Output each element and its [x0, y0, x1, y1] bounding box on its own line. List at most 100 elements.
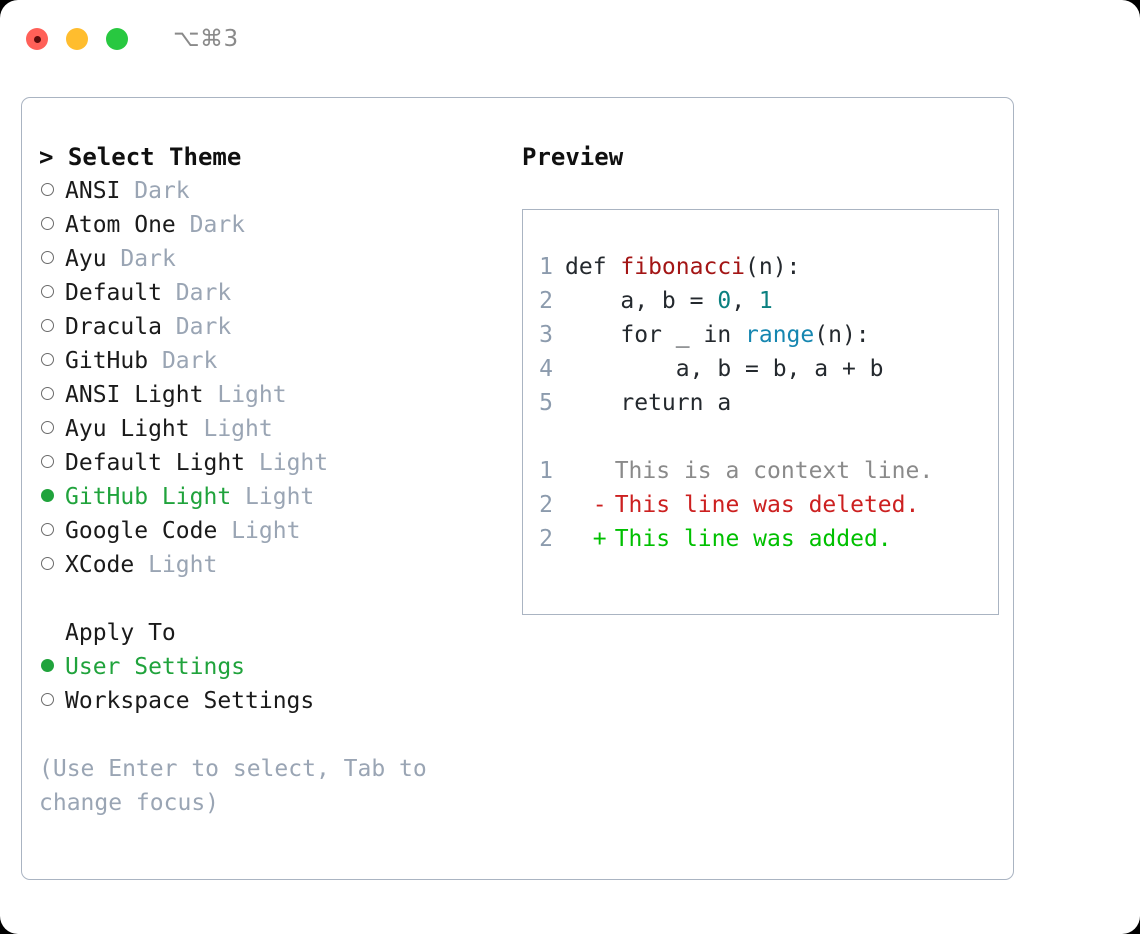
theme-list-header: > Select Theme [39, 143, 242, 171]
diff-line: 2 -This line was deleted. [523, 488, 998, 522]
theme-name-spacer [148, 344, 162, 378]
theme-name: Atom One [65, 212, 176, 238]
code-token-plain: a, b = [565, 288, 718, 314]
theme-list-item[interactable]: Default Dark [39, 276, 501, 310]
code-token-plain: def [565, 254, 621, 280]
theme-name-spacer [134, 548, 148, 582]
theme-name: Ayu [65, 246, 107, 272]
maximize-button[interactable] [106, 28, 128, 50]
diff-indent [565, 454, 593, 488]
theme-name: ANSI [65, 178, 121, 204]
apply-to-option[interactable]: Workspace Settings [39, 684, 501, 718]
code-line: 5 return a [523, 386, 998, 420]
code-line-text: a, b = b, a + b [565, 352, 884, 386]
theme-name-spacer [176, 208, 190, 242]
code-token-plain: , [731, 288, 759, 314]
minimize-button[interactable] [66, 28, 88, 50]
theme-name: ANSI Light [65, 382, 204, 408]
theme-list-item[interactable]: Ayu Dark [39, 242, 501, 276]
theme-name-spacer [162, 276, 176, 310]
theme-name: Default Light [65, 450, 246, 476]
theme-variant-label: Dark [120, 246, 176, 272]
theme-list-item[interactable]: Atom One Dark [39, 208, 501, 242]
apply-to-header-label: Apply To [65, 620, 176, 646]
theme-name: GitHub Light [65, 484, 232, 510]
diff-marker [593, 454, 615, 488]
theme-name: XCode [65, 552, 135, 578]
code-line: 2 a, b = 0, 1 [523, 284, 998, 318]
theme-variant-label: Light [203, 416, 273, 442]
theme-name: Google Code [65, 518, 218, 544]
code-line-number: 3 [539, 322, 553, 348]
diff-line-text: This line was deleted. [614, 492, 920, 518]
traffic-lights [26, 28, 128, 50]
theme-list-item[interactable]: ANSI Dark [39, 174, 501, 208]
code-token-plain: a, b = b, a + b [565, 356, 884, 382]
apply-to-option[interactable]: User Settings [39, 650, 501, 684]
preview-title: Preview [522, 143, 624, 171]
theme-name: Dracula [65, 314, 162, 340]
theme-variant-label: Light [258, 450, 329, 476]
apply-to-option-label: User Settings [65, 654, 246, 680]
code-line-number: 2 [539, 288, 553, 314]
code-line-text: return a [565, 386, 731, 420]
keyboard-shortcut-label: ⌥⌘3 [173, 26, 239, 52]
theme-name-spacer [120, 174, 134, 208]
diff-line-number: 1 [539, 458, 553, 484]
theme-name: Ayu Light [65, 416, 190, 442]
theme-list-item[interactable]: GitHub Light Light [39, 480, 501, 514]
code-line-number: 1 [539, 254, 553, 280]
theme-name: GitHub [65, 348, 149, 374]
theme-variant-label: Light [217, 382, 287, 408]
diff-line-text: This is a context line. [614, 458, 934, 484]
code-line-number: 5 [539, 390, 553, 416]
code-token-call: range [745, 322, 815, 348]
title-bar: ⌥⌘3 [0, 0, 1140, 78]
theme-variant-label: Dark [175, 314, 232, 340]
code-line-number: 4 [539, 356, 553, 382]
theme-list-item[interactable]: ANSI Light Light [39, 378, 501, 412]
keyboard-hint: (Use Enter to select, Tab to change focu… [39, 756, 427, 816]
theme-name-spacer [107, 242, 121, 276]
theme-list-item[interactable]: XCode Light [39, 548, 501, 582]
diff-line-number: 2 [539, 526, 553, 552]
theme-name-spacer [190, 412, 204, 446]
theme-variant-label: Dark [134, 178, 190, 204]
code-token-plain: return a [565, 390, 732, 416]
theme-list-item[interactable]: Default Light Light [39, 446, 501, 480]
code-token-num: 1 [758, 288, 773, 314]
theme-name-spacer [162, 310, 176, 344]
code-token-num: 0 [717, 288, 732, 314]
theme-name-spacer [217, 514, 231, 548]
diff-line: 1 This is a context line. [523, 454, 998, 488]
theme-variant-label: Dark [189, 212, 246, 238]
theme-variant-label: Light [231, 518, 301, 544]
theme-variant-label: Light [245, 484, 315, 510]
theme-list-item[interactable]: Ayu Light Light [39, 412, 501, 446]
code-line: 4 a, b = b, a + b [523, 352, 998, 386]
code-token-plain: (n): [814, 322, 870, 348]
theme-variant-label: Light [148, 552, 218, 578]
code-line-text: for _ in range(n): [565, 318, 870, 352]
theme-list-item[interactable]: GitHub Dark [39, 344, 501, 378]
code-token-plain: for _ in [565, 322, 746, 348]
code-line: 3 for _ in range(n): [523, 318, 998, 352]
theme-name-spacer [245, 446, 259, 480]
theme-variant-label: Dark [161, 348, 218, 374]
code-token-plain: (n): [745, 254, 801, 280]
theme-variant-label: Dark [175, 280, 232, 306]
theme-list-item[interactable]: Google Code Light [39, 514, 501, 548]
theme-name-spacer [203, 378, 217, 412]
diff-block: 1 This is a context line.2 -This line wa… [523, 454, 998, 556]
close-button[interactable] [26, 28, 48, 50]
code-token-func: fibonacci [620, 254, 746, 280]
code-line-text: a, b = 0, 1 [565, 284, 773, 318]
theme-list-item[interactable]: Dracula Dark [39, 310, 501, 344]
apply-to-marker-spacer [39, 616, 65, 650]
